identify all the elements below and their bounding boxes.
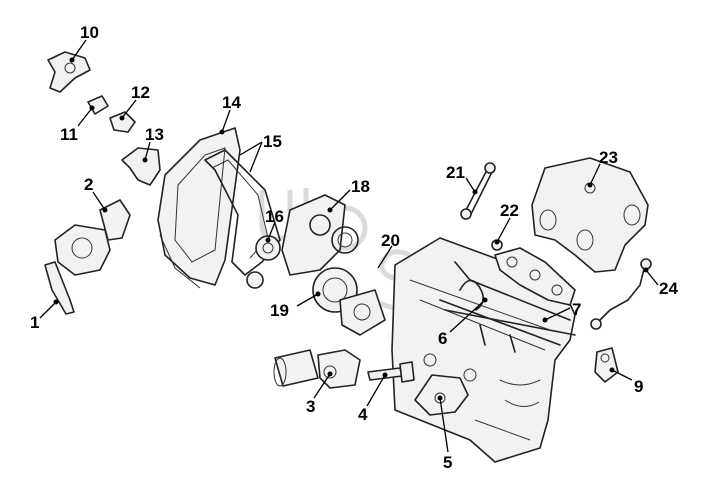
oil-pipe <box>590 258 652 330</box>
callout-1: 1 <box>30 313 39 332</box>
callout-24: 24 <box>659 279 678 298</box>
callout-12: 12 <box>131 83 150 102</box>
callout-13: 13 <box>145 125 164 144</box>
bolt <box>367 361 415 383</box>
callout-20: 20 <box>381 231 400 250</box>
timing-cover <box>157 127 241 289</box>
callout-18: 18 <box>351 177 370 196</box>
callout-9: 9 <box>634 377 643 396</box>
callout-14: 14 <box>222 93 241 112</box>
callout-3: 3 <box>306 397 315 416</box>
oil-filter <box>273 349 361 389</box>
callout-7: 7 <box>572 300 581 319</box>
pressure-sensor <box>594 347 619 383</box>
callout-5: 5 <box>443 453 452 472</box>
fuel-rail-assembly <box>439 261 576 353</box>
callout-10: 10 <box>80 23 99 42</box>
exhaust-manifold <box>531 157 649 273</box>
engine-mount <box>44 199 131 315</box>
callout-21: 21 <box>446 163 465 182</box>
water-pump <box>312 267 386 336</box>
support-rod <box>460 162 496 220</box>
callout-19: 19 <box>270 301 289 320</box>
callout-15: 15 <box>263 132 282 151</box>
callout-6: 6 <box>438 329 447 348</box>
upper-brackets <box>47 51 161 186</box>
callout-11: 11 <box>60 125 78 144</box>
callout-23: 23 <box>599 148 618 167</box>
callout-labels: 1 2 3 4 5 6 7 9 10 11 12 13 14 15 16 18 … <box>30 23 678 472</box>
mount-plate <box>414 374 469 416</box>
leader-lines <box>39 39 659 453</box>
callout-16: 16 <box>265 207 284 226</box>
tensioner-pulley <box>246 235 281 289</box>
callout-2: 2 <box>84 175 93 194</box>
callout-4: 4 <box>358 405 368 424</box>
callout-22: 22 <box>500 201 519 220</box>
timing-backplate <box>281 194 359 276</box>
